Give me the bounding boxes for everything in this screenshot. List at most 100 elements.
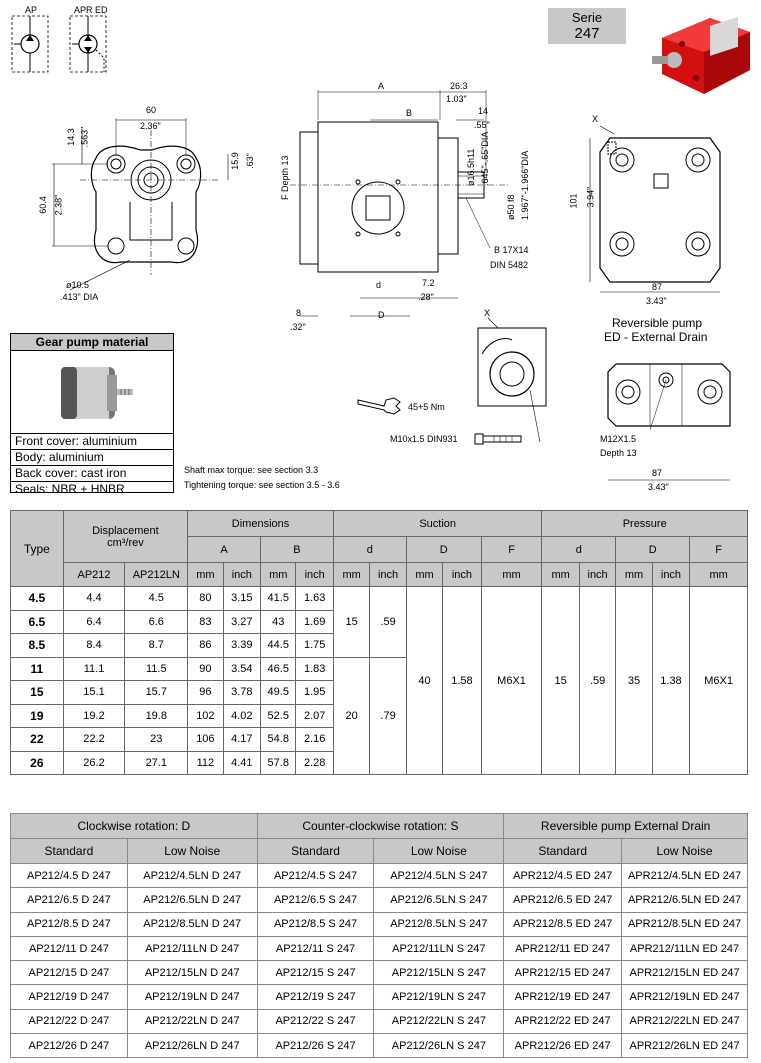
unit-inch: inch [651,562,691,587]
spline: B 17X14 [494,245,529,255]
cell-type: 4.5 [10,586,64,611]
dim-14-3: 14.3 [65,128,76,146]
table-row: 26 26.2 27.1 112 4.41 57.8 2.28 [10,750,748,775]
code-cell: APR212/19LN ED 247 [621,984,748,1010]
cell-suction-d-mm-large: 20 [332,656,371,775]
unit-inch: inch [222,562,262,587]
front-flange-outline [52,118,229,291]
code-cell: AP212/11LN D 247 [126,935,258,962]
cell-pressure-D-inch: 1.38 [651,586,691,775]
cell-type: 8.5 [10,633,64,658]
screw-spec: M10x1.5 DIN931 [390,434,458,444]
dim-15-9-inch: .63" [244,153,255,169]
code-cell: AP212/15 S 247 [256,960,375,986]
code-cell: AP212/19 D 247 [10,984,128,1010]
code-cell: APR212/6.5LN ED 247 [621,887,748,913]
code-cell: AP212/22 S 247 [256,1008,375,1035]
dim-d-big: D [378,310,385,320]
cell-type: 19 [10,703,64,728]
detail-x-label: X [484,308,491,318]
code-cell: AP212/26 D 247 [10,1033,128,1059]
cell-suction-F: M6X1 [480,586,543,775]
header-type: Type [10,510,64,587]
unit-mm: mm [541,562,580,587]
header-counter-clockwise: Counter-clockwise rotation: S [256,813,505,839]
cell-b-inch: 1.63 [295,586,334,611]
code-cell: AP212/6.5 D 247 [10,887,128,913]
code-cell: AP212/4.5 D 247 [10,862,128,889]
dim-d-small: d [376,280,382,290]
code-cell: AP212/8.5 S 247 [256,911,375,937]
code-cell: AP212/11LN S 247 [373,935,505,962]
code-cell: APR212/26LN ED 247 [621,1033,748,1059]
reversible-pump-drawing: Reversible pump ED - External Drain M12X… [590,314,750,496]
note-shaft-torque: Shaft max torque: see section 3.3 [184,465,319,475]
dim-15-9: 15.9 [229,152,240,170]
side-view-drawing: A 26.3 1.03" B 14 .55" ø16.5h11 .645"-.6… [270,80,560,340]
symbol-label-ap: AP [25,5,38,15]
header-clockwise: Clockwise rotation: D [10,813,258,839]
code-cell: AP212/4.5 S 247 [256,862,375,889]
cell-ap212: 6.4 [62,609,126,634]
cell-ap212: 8.4 [62,633,126,658]
header-standard: Standard [256,838,375,864]
header-pressure-f: F [689,536,748,563]
reversible-outline [607,363,731,481]
material-body: Body: aluminium [11,450,173,466]
dim-101-inch: 3.94" [585,186,596,208]
code-cell: APR212/22LN ED 247 [621,1008,748,1035]
header-low-noise: Low Noise [373,838,505,864]
cell-type: 22 [10,727,64,752]
reversible-title-2: ED - External Drain [604,330,708,344]
cell-ap212ln: 6.6 [124,609,189,634]
material-seals: Seals: NBR + HNBR [15,482,125,496]
table-row: 6.5 6.4 6.6 83 3.27 43 1.69 [10,609,748,634]
cell-b-inch: 2.16 [295,727,334,752]
code-cell: AP212/6.5LN D 247 [126,887,258,913]
dim-14-3-inch: .563" [79,126,90,148]
cell-pressure-F: M6X1 [689,586,748,775]
cell-a-inch: 3.54 [222,656,262,681]
code-cell: AP212/6.5LN S 247 [373,887,505,913]
header-pressure-d-big: D [615,536,691,563]
cell-a-inch: 3.27 [222,609,262,634]
code-cell: AP212/8.5 D 247 [10,911,128,937]
cell-ap212: 15.1 [62,680,126,705]
unit-mm: mm [689,562,748,587]
dim-60-4-inch: 2.38" [53,194,64,216]
dim-14-inch: .55" [474,120,490,130]
reversible-dim-87: 87 [652,468,663,478]
code-cell: AP212/6.5 S 247 [256,887,375,913]
serie-label: Serie [571,10,603,25]
cell-ap212ln: 15.7 [124,680,189,705]
detail-x-drawing: X 45+5 Nm M10x1.5 DIN931 [350,306,550,456]
gear-pump-icon [61,367,133,419]
table-row: 22 22.2 23 106 4.17 54.8 2.16 [10,727,748,752]
code-cell: AP212/15 D 247 [10,960,128,986]
cell-b-inch: 1.69 [295,609,334,634]
pilot-diameter-inch: 1.967"-1.966"DIA [520,150,530,220]
cell-ap212ln: 23 [124,727,189,752]
code-cell: APR212/11LN ED 247 [621,935,748,962]
header-standard: Standard [503,838,623,864]
dim-7-2-inch: .28" [418,292,434,302]
dim-14: 14 [478,106,489,116]
table-row: 8.5 8.4 8.7 86 3.39 44.5 1.75 [10,633,748,658]
code-cell: AP212/26 S 247 [256,1033,375,1059]
material-front-cover: Front cover: aluminium [11,434,173,450]
header-a: A [187,536,262,563]
unit-mm: mm [480,562,543,587]
wrench-icon [357,397,401,415]
table-row: 4.5 4.4 4.5 80 3.15 41.5 1.63 15 .59 40 … [10,586,748,775]
torque-value: 45+5 Nm [408,402,445,412]
unit-mm: mm [187,562,224,587]
dim-60-inch: 2.36" [140,121,161,131]
code-cell: AP212/8.5LN S 247 [373,911,505,937]
cell-a-mm: 96 [187,680,224,705]
cell-a-mm: 102 [187,703,224,728]
shaft-diameter-inch: .645"-.65"DIA [480,131,490,186]
header-b: B [260,536,334,563]
